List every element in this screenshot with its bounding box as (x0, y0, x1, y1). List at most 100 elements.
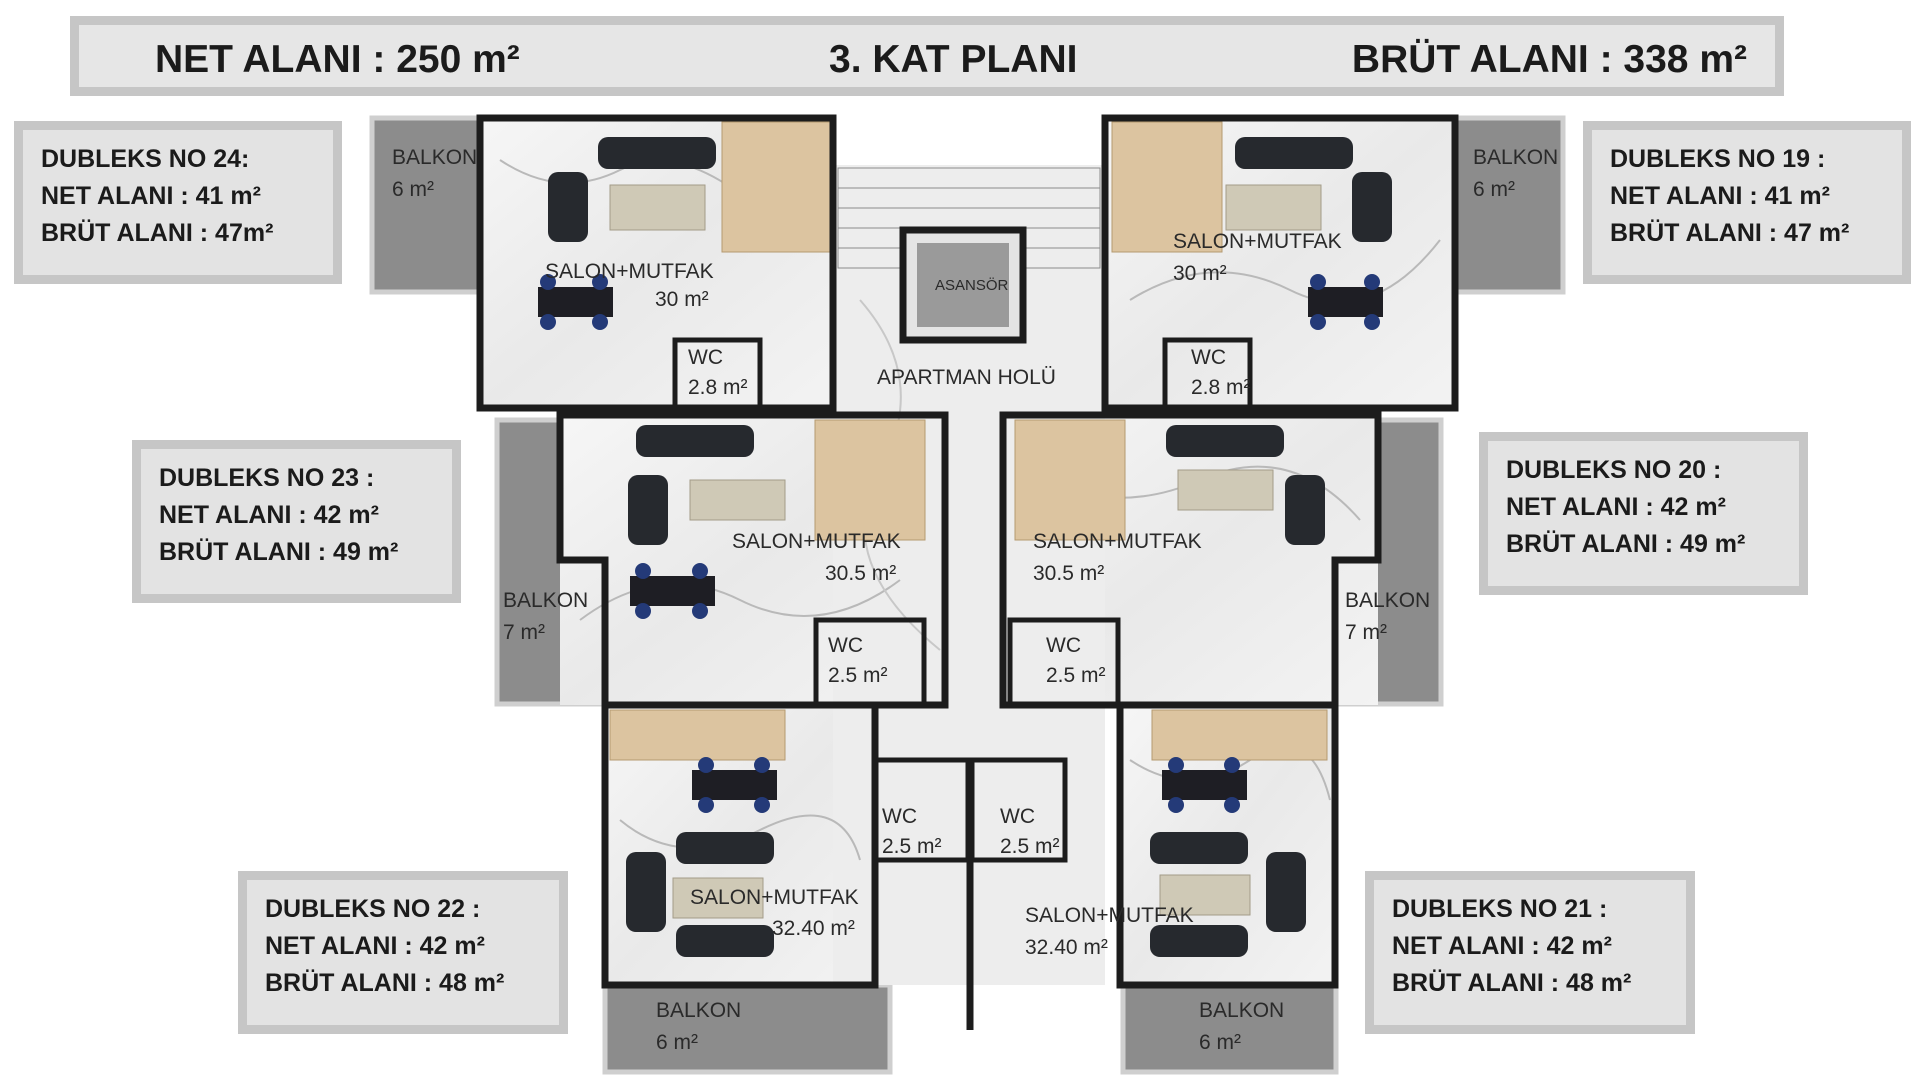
stair-21 (1151, 709, 1328, 761)
unit-info-24: DUBLEKS NO 24: NET ALANI : 41 m² BRÜT AL… (14, 121, 342, 284)
wc-area: 2.5 m² (1046, 664, 1106, 687)
sofas (548, 137, 1392, 957)
balcony-area: 7 m² (503, 621, 545, 644)
plan-header: NET ALANI : 250 m² 3. KAT PLANI BRÜT ALA… (70, 16, 1784, 96)
balcony-label: BALKON (1473, 146, 1558, 169)
sofa (1266, 852, 1306, 932)
unit-name: DUBLEKS NO 20 : (1506, 456, 1722, 484)
unit-info-19: DUBLEKS NO 19 : NET ALANI : 41 m² BRÜT A… (1583, 121, 1911, 284)
wall-wc-22 (872, 757, 971, 863)
wall-unit-24 (476, 114, 837, 412)
unit-name: DUBLEKS NO 21 : (1392, 895, 1608, 923)
unit-gross-area: BRÜT ALANI : 47 m² (1610, 219, 1850, 247)
wc-label: WC (688, 346, 723, 369)
salon-label: SALON+MUTFAK (732, 530, 901, 553)
salon-area: 30.5 m² (825, 562, 896, 585)
balcony-24 (369, 115, 483, 295)
balcony-label: BALKON (656, 999, 741, 1022)
unit-net-area: NET ALANI : 42 m² (1392, 932, 1612, 960)
wc-label: WC (828, 634, 863, 657)
unit-name: DUBLEKS NO 24: (41, 145, 250, 173)
stair-20 (1014, 419, 1126, 541)
wc-area: 2.8 m² (1191, 376, 1251, 399)
salon-label: SALON+MUTFAK (1173, 230, 1342, 253)
elevator-label: ASANSÖR (935, 276, 1009, 294)
unit-gross-area: BRÜT ALANI : 47m² (41, 219, 274, 247)
salon-label: SALON+MUTFAK (1033, 530, 1202, 553)
wc-label: WC (1000, 805, 1035, 828)
sofa (598, 137, 716, 169)
wc-area: 2.5 m² (828, 664, 888, 687)
balcony-area: 6 m² (656, 1031, 698, 1054)
sofa (676, 832, 774, 864)
wall-wc-23 (813, 617, 927, 708)
unit-gross-area: BRÜT ALANI : 49 m² (1506, 530, 1746, 558)
unit-name: DUBLEKS NO 22 : (265, 895, 481, 923)
unit-info-23: DUBLEKS NO 23 : NET ALANI : 42 m² BRÜT A… (132, 440, 461, 603)
unit-net-area: NET ALANI : 42 m² (1506, 493, 1726, 521)
salon-label: SALON+MUTFAK (545, 260, 714, 283)
unit-net-area: NET ALANI : 42 m² (159, 501, 379, 529)
walls (476, 114, 1459, 1030)
stair-19 (1111, 121, 1223, 253)
balcony-label: BALKON (503, 589, 588, 612)
balcony-area: 6 m² (1199, 1031, 1241, 1054)
sofa (636, 425, 754, 457)
room-labels: BALKON 6 m² BALKON 6 m² BALKON 7 m² BALK… (392, 146, 1558, 1054)
sofa (548, 172, 588, 242)
unit-name: DUBLEKS NO 19 : (1610, 145, 1826, 173)
header-gross-area: BRÜT ALANI : 338 m² (1351, 38, 1747, 81)
balcony-label: BALKON (1199, 999, 1284, 1022)
salon-label: SALON+MUTFAK (1025, 904, 1194, 927)
sofa (626, 852, 666, 932)
wall-unit-21 (1116, 701, 1339, 989)
sofa (1235, 137, 1353, 169)
elevator (899, 226, 1027, 344)
wc-label: WC (1191, 346, 1226, 369)
balcony-label: BALKON (392, 146, 477, 169)
wc-area: 2.5 m² (882, 835, 942, 858)
unit-info-22: DUBLEKS NO 22 : NET ALANI : 42 m² BRÜT A… (238, 871, 568, 1034)
balcony-21 (1120, 982, 1339, 1075)
sofa (628, 475, 668, 545)
stair-23 (814, 419, 926, 541)
hall-stairs (837, 167, 1101, 269)
wall-unit-20 (999, 411, 1382, 709)
wall-wc-19 (1162, 337, 1253, 411)
sofa (1352, 172, 1392, 242)
unit-gross-area: BRÜT ALANI : 49 m² (159, 538, 399, 566)
wc-area: 2.5 m² (1000, 835, 1060, 858)
wc-area: 2.8 m² (688, 376, 748, 399)
unit-info-20: DUBLEKS NO 20 : NET ALANI : 42 m² BRÜT A… (1479, 432, 1808, 595)
stair-24 (721, 121, 833, 253)
sofa (1150, 925, 1248, 957)
unit-gross-area: BRÜT ALANI : 48 m² (1392, 969, 1632, 997)
salon-area: 30 m² (1173, 262, 1227, 285)
balcony-area: 6 m² (392, 178, 434, 201)
unit-name: DUBLEKS NO 23 : (159, 464, 375, 492)
dining-tables (538, 274, 1383, 813)
unit-net-area: NET ALANI : 41 m² (1610, 182, 1830, 210)
balcony-19 (1452, 115, 1566, 295)
salon-area: 30.5 m² (1033, 562, 1104, 585)
salon-label: SALON+MUTFAK (690, 886, 859, 909)
salon-area: 32.40 m² (772, 917, 855, 940)
wall-unit-19 (1101, 114, 1459, 412)
balcony-label: BALKON (1345, 589, 1430, 612)
balcony-area: 7 m² (1345, 621, 1387, 644)
salon-area: 32.40 m² (1025, 936, 1108, 959)
sofa (1166, 425, 1284, 457)
balcony-area: 6 m² (1473, 178, 1515, 201)
unit-gross-area: BRÜT ALANI : 48 m² (265, 969, 505, 997)
wall-wc-21 (969, 757, 1068, 863)
stairs (609, 121, 1328, 761)
unit-net-area: NET ALANI : 41 m² (41, 182, 261, 210)
sofa (1150, 832, 1248, 864)
balcony-22 (602, 982, 893, 1075)
header-title: 3. KAT PLANI (829, 38, 1078, 81)
stair-22 (609, 709, 786, 761)
wall-wc-20 (1007, 617, 1121, 708)
sofa (1285, 475, 1325, 545)
sofa (676, 925, 774, 957)
